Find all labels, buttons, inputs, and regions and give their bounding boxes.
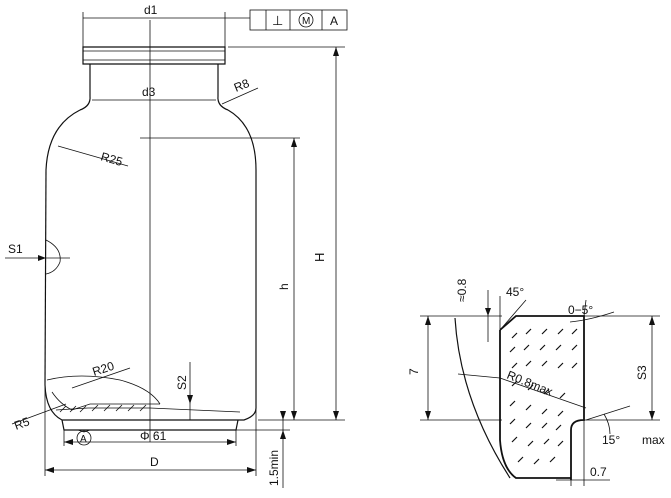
h-overall-dimension: H xyxy=(228,46,345,421)
label-r5: R5 xyxy=(12,414,32,433)
detail-section: ≈0.8 45° 0−5° 7 R0.8max S3 15° max xyxy=(407,278,665,486)
label-d3: d3 xyxy=(142,85,156,99)
label-d-upper: D xyxy=(150,455,159,469)
min15-dimension: 1.5min xyxy=(236,411,290,488)
bottle-outline xyxy=(44,46,257,431)
datum-a-circle-icon xyxy=(76,430,92,446)
label-seven: 7 xyxy=(407,368,421,375)
s1-dimension: S1 xyxy=(5,242,70,261)
label-h-upper: H xyxy=(312,253,327,262)
datum-a-ref: A xyxy=(330,14,338,28)
label-max: max xyxy=(642,433,665,447)
label-s1: S1 xyxy=(8,242,23,256)
label-s3: S3 xyxy=(635,365,649,380)
r25-leader: R25 xyxy=(57,145,129,169)
label-s2: S2 xyxy=(175,375,189,390)
r8-leader: R8 xyxy=(221,76,259,105)
phi61-dimension: Φ 61 A xyxy=(63,429,237,446)
label-h-lower: h xyxy=(277,283,291,290)
r5-leader: R5 xyxy=(11,403,67,433)
label-r20: R20 xyxy=(91,359,117,379)
label-datum-a: A xyxy=(80,434,87,445)
r20-leader: R20 xyxy=(71,359,131,389)
label-phi61: Φ 61 xyxy=(140,429,167,443)
label-r08max: R0.8max xyxy=(505,368,555,399)
d-dimension: D xyxy=(44,386,257,476)
label-15min: 1.5min xyxy=(267,450,281,486)
label-0-5deg: 0−5° xyxy=(568,303,593,317)
label-approx08: ≈0.8 xyxy=(455,278,469,302)
label-d1: d1 xyxy=(144,3,158,17)
label-15deg: 15° xyxy=(602,433,620,447)
modifier-m: M xyxy=(302,16,310,27)
d1-dimension: d1 xyxy=(82,3,250,47)
label-r8: R8 xyxy=(232,76,252,95)
label-07: 0.7 xyxy=(590,465,607,479)
h-body-dimension: h xyxy=(140,137,300,420)
perpendicularity-symbol: ⊥ xyxy=(272,13,283,28)
d3-dimension: d3 xyxy=(92,85,216,101)
label-r25: R25 xyxy=(99,149,124,169)
max-material-circle-icon xyxy=(298,12,314,28)
s2-dimension: S2 xyxy=(175,362,193,420)
geometric-tolerance-frame: ⊥ M A xyxy=(249,9,348,31)
label-45deg: 45° xyxy=(506,285,524,299)
